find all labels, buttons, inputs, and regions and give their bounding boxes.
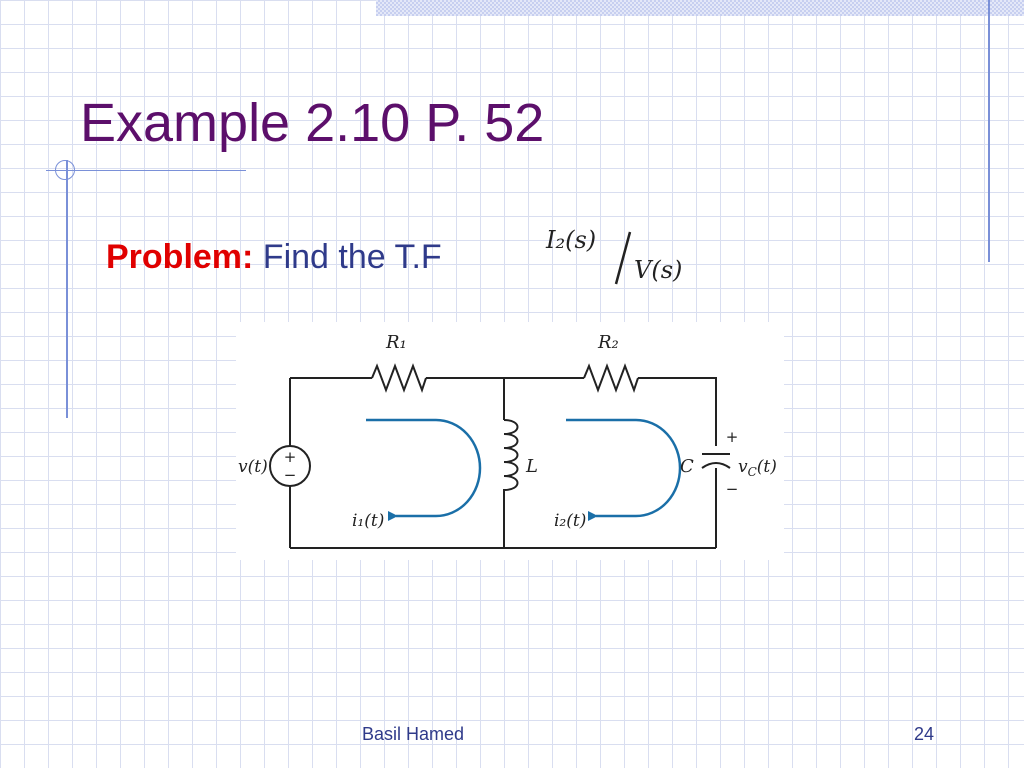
problem-text: Find the T.F [253, 238, 442, 276]
voltage-source [269, 445, 311, 487]
circuit-panel: R₁ R₂ L C v(t) i₁(t) i₂(t) vC(t) + − + − [236, 322, 784, 560]
decor-line-horizontal [46, 170, 246, 171]
source-plus: + [284, 448, 297, 466]
label-inductor: L [525, 456, 538, 477]
problem-label: Problem: [106, 238, 254, 276]
decor-circle [55, 160, 75, 180]
wire-top-right [638, 377, 717, 446]
label-source: v(t) [238, 457, 268, 477]
decor-line-vertical-right [988, 0, 990, 262]
cap-voltage-arg: (t) [757, 457, 777, 477]
circuit-diagram: R₁ R₂ L C v(t) i₁(t) i₂(t) vC(t) + − + − [238, 332, 777, 549]
cap-voltage-v: v [738, 457, 748, 477]
loop2-arrow [566, 418, 682, 521]
tf-denominator: V(s) [634, 256, 682, 284]
tf-numerator: I₂(s) [545, 226, 596, 254]
label-r1: R₁ [385, 332, 407, 353]
loop1-arrow [366, 418, 482, 521]
decor-line-vertical-left [66, 160, 68, 418]
footer-page-number: 24 [914, 724, 935, 744]
problem-statement: Problem: Find the T.F [106, 238, 442, 277]
label-loop1: i₁(t) [352, 511, 384, 531]
label-cap-voltage: vC(t) [738, 457, 777, 479]
resistor-r1 [371, 363, 427, 393]
inductor-coil [503, 419, 519, 494]
cap-plus: + [726, 428, 739, 446]
top-decor-bar [376, 0, 1024, 16]
slide-title: Example 2.10 P. 52 [80, 93, 545, 153]
label-r2: R₂ [597, 332, 619, 353]
footer-author: Basil Hamed [362, 724, 465, 744]
transfer-function: I₂(s) V(s) [545, 226, 682, 285]
source-minus: − [284, 466, 297, 484]
cap-voltage-sub: C [748, 465, 757, 479]
label-loop2: i₂(t) [554, 511, 586, 531]
resistor-r2 [583, 363, 639, 393]
label-capacitor: C [680, 456, 694, 477]
cap-minus: − [726, 480, 739, 498]
capacitor-plate-bottom [701, 462, 731, 469]
tf-slash [614, 231, 632, 285]
